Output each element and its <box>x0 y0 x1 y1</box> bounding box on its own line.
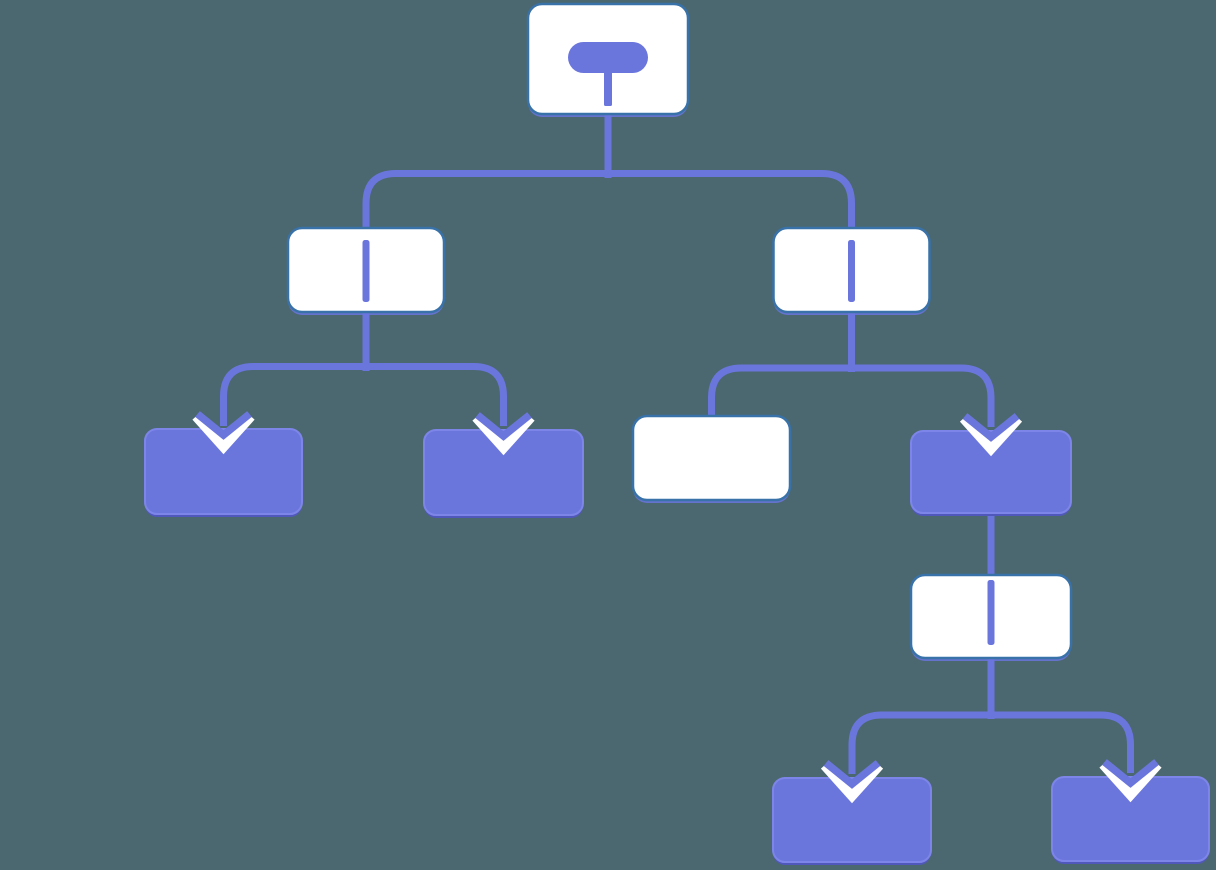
chevron-outer <box>1099 760 1162 803</box>
edge-decision-bottom-split <box>848 711 1134 774</box>
node-leaf-e-box[interactable] <box>1051 776 1210 862</box>
node-leaf-d-box[interactable] <box>772 777 932 863</box>
root-pill <box>568 42 648 73</box>
arrowhead-layer <box>192 411 1162 804</box>
node-leaf-a-box[interactable] <box>144 428 303 515</box>
chevron-outer <box>820 761 884 804</box>
node-leaf-d[interactable] <box>772 777 932 865</box>
chevron-outer <box>959 414 1023 457</box>
chevron-inner <box>195 411 252 440</box>
edge-decision-left-split <box>220 363 507 426</box>
double-chevron-down-icon <box>472 412 535 456</box>
chevron-inner <box>475 412 532 441</box>
double-chevron-down-icon <box>192 411 255 455</box>
node-plain-box[interactable] <box>631 414 792 502</box>
vertical-divider-icon <box>987 580 995 645</box>
chevron-inner <box>823 760 881 789</box>
node-decision-bottom[interactable] <box>909 573 1073 661</box>
node-decision-right[interactable] <box>772 226 931 315</box>
node-leaf-c[interactable] <box>910 430 1072 516</box>
chevron-inner <box>962 413 1020 442</box>
edge-root-split <box>362 170 855 228</box>
node-leaf-b-box[interactable] <box>423 429 584 516</box>
root-pill-stem <box>604 72 612 106</box>
edge-decision-right-split <box>708 364 995 427</box>
chevron-outer <box>192 412 255 455</box>
vertical-divider-icon <box>362 240 370 302</box>
double-chevron-down-icon <box>820 760 884 804</box>
edge-layer <box>220 114 1134 774</box>
node-layer <box>144 2 1210 865</box>
node-leaf-a[interactable] <box>144 428 303 517</box>
double-chevron-down-icon <box>1099 759 1162 803</box>
double-chevron-down-icon <box>959 413 1023 457</box>
node-leaf-b[interactable] <box>423 429 584 518</box>
node-root[interactable] <box>526 2 690 117</box>
node-plain[interactable] <box>631 414 792 503</box>
root-anchor-icon <box>568 42 648 106</box>
node-decision-left[interactable] <box>286 226 446 315</box>
vertical-divider-icon <box>848 240 855 302</box>
node-leaf-c-box[interactable] <box>910 430 1072 514</box>
chevron-inner <box>1102 759 1159 788</box>
chevron-outer <box>472 413 535 456</box>
node-leaf-e[interactable] <box>1051 776 1210 864</box>
